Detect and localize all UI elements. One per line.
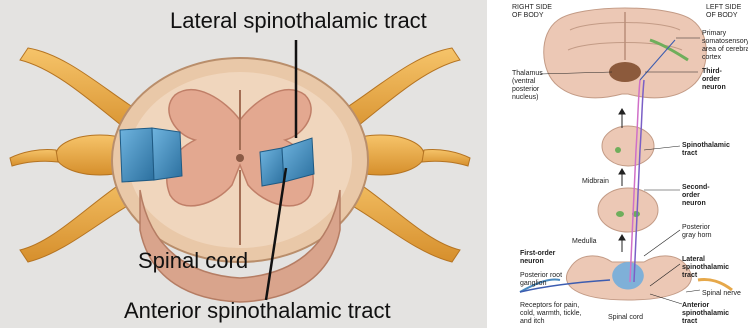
midbrain-section	[602, 126, 654, 166]
medulla-section	[598, 188, 658, 232]
anterior-tract-label: Anterior spinothalamic tract	[682, 302, 729, 326]
midbrain-label: Midbrain	[582, 178, 609, 186]
central-canal	[236, 154, 244, 162]
first-order-neuron-label: First-order neuron	[520, 250, 555, 266]
lateral-spinothalamic-label: Lateral spinothalamic tract	[170, 8, 427, 34]
third-order-neuron-label: Third- order neuron	[702, 68, 726, 92]
posterior-gray-horn-label: Posterior gray horn	[682, 224, 712, 240]
brain-section	[544, 8, 707, 98]
thalamus	[609, 62, 641, 82]
spinothalamic-tract-left	[120, 128, 182, 182]
spinal-nerve-label: Spinal nerve	[702, 290, 741, 298]
right-side-label: RIGHT SIDE OF BODY	[512, 4, 552, 20]
thalamus-label: Thalamus (ventral posterior nucleus)	[512, 70, 543, 102]
pathway-panel: RIGHT SIDE OF BODY LEFT SIDE OF BODY Pri…	[500, 0, 748, 328]
spinal-cord-illustration	[0, 0, 487, 328]
anterior-spinothalamic-label: Anterior spinothalamic tract	[124, 298, 391, 324]
spinal-cord-label: Spinal cord	[138, 248, 248, 274]
posterior-root-ganglion-label: Posterior root ganglion	[520, 272, 562, 288]
spinal-cord-panel: Lateral spinothalamic tract Spinal cord …	[0, 0, 487, 328]
spinal-cord-small-label: Spinal cord	[608, 314, 643, 322]
primary-cortex-label: Primary somatosensory area of cerebral c…	[702, 30, 748, 62]
second-order-neuron-label: Second- order neuron	[682, 184, 710, 208]
medulla-label: Medulla	[572, 238, 597, 246]
lateral-tract-label: Lateral spinothalamic tract	[682, 256, 729, 280]
receptors-label: Receptors for pain, cold, warmth, tickle…	[520, 302, 581, 326]
left-side-label: LEFT SIDE OF BODY	[706, 4, 741, 20]
spinothalamic-tract-label: Spinothalamic tract	[682, 142, 730, 158]
